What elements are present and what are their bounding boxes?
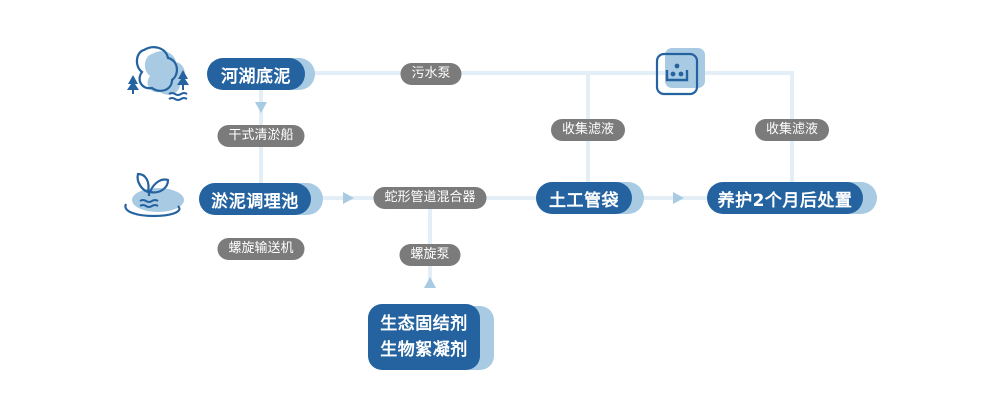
- tag-screw-conveyor: 螺旋输送机: [217, 238, 305, 260]
- node-geotube-label: 土工管袋: [536, 182, 632, 214]
- water-drops-tank-icon: [655, 46, 707, 96]
- arrow-up-to-mixer: [424, 277, 436, 288]
- tree-cloud-water-icon: [124, 44, 194, 106]
- node-agents-line1: 生态固结剂: [380, 314, 468, 334]
- tag-collect-filtrate-1: 收集滤液: [550, 119, 626, 141]
- tag-sewage-pump: 污水泵: [400, 63, 462, 85]
- tag-screw-pump: 螺旋泵: [399, 244, 461, 266]
- tag-collect-filtrate-2: 收集滤液: [754, 119, 830, 141]
- connector-main-horizontal: [318, 196, 738, 200]
- node-river-sediment-label: 河湖底泥: [207, 58, 305, 90]
- node-agents-box: 生态固结剂 生物絮凝剂: [368, 304, 480, 370]
- tag-serpentine-mixer: 蛇形管道混合器: [373, 187, 487, 209]
- arrow-right-to-mixer: [343, 192, 354, 204]
- connector-mixer-vertical: [428, 198, 432, 288]
- node-agents-line2: 生物絮凝剂: [380, 340, 468, 360]
- arrow-down-to-sludge: [255, 102, 267, 113]
- sprout-pond-icon: [118, 168, 188, 218]
- connector-top-horizontal: [300, 71, 794, 75]
- arrow-right-to-disposal: [673, 192, 684, 204]
- node-final-disposal-label: 养护2个月后处置: [707, 182, 863, 214]
- node-sludge-tank-label: 淤泥调理池: [199, 183, 311, 215]
- tag-dry-dredger: 干式清淤船: [217, 125, 305, 147]
